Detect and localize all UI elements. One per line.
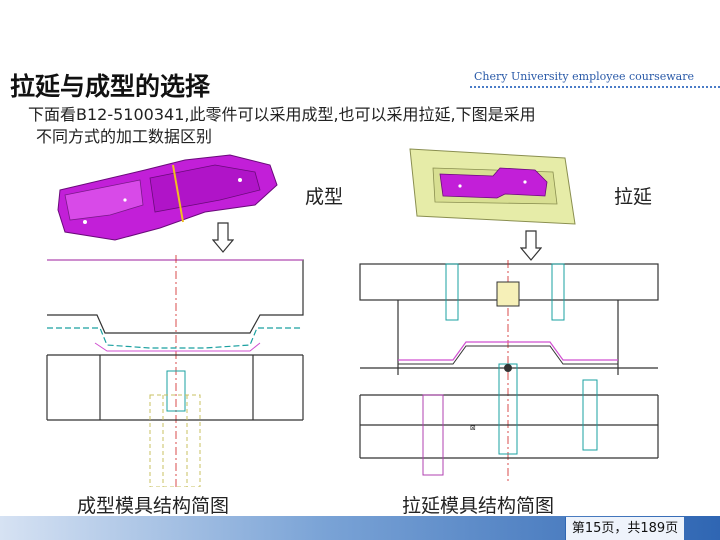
intro-line-2: 不同方式的加工数据区别 <box>36 127 213 146</box>
down-arrow-icon <box>212 222 234 253</box>
forming-die-caption: 成型模具结构简图 <box>77 495 230 517</box>
svg-text:⊠: ⊠ <box>470 424 476 432</box>
down-arrow-icon <box>520 230 542 261</box>
course-subtitle: Chery University employee courseware <box>474 70 695 83</box>
drawing-die-caption: 拉延模具结构简图 <box>402 495 555 517</box>
intro-line-1: 下面看B12-5100341,此零件可以采用成型,也可以采用拉延,下图是采用 <box>28 105 536 124</box>
forming-die-diagram <box>46 255 304 487</box>
intro-text: 下面看B12-5100341,此零件可以采用成型,也可以采用拉延,下图是采用 不… <box>28 104 678 148</box>
header-dotted-rule <box>470 86 720 88</box>
page-title: 拉延与成型的选择 <box>10 72 211 101</box>
drawing-die-diagram: ⊠ <box>359 260 659 482</box>
page-number: 第15页，共189页 <box>565 517 684 540</box>
drawing-part-image <box>409 148 576 225</box>
forming-part-image <box>57 154 278 241</box>
drawing-label: 拉延 <box>614 186 653 208</box>
forming-label: 成型 <box>305 186 344 208</box>
